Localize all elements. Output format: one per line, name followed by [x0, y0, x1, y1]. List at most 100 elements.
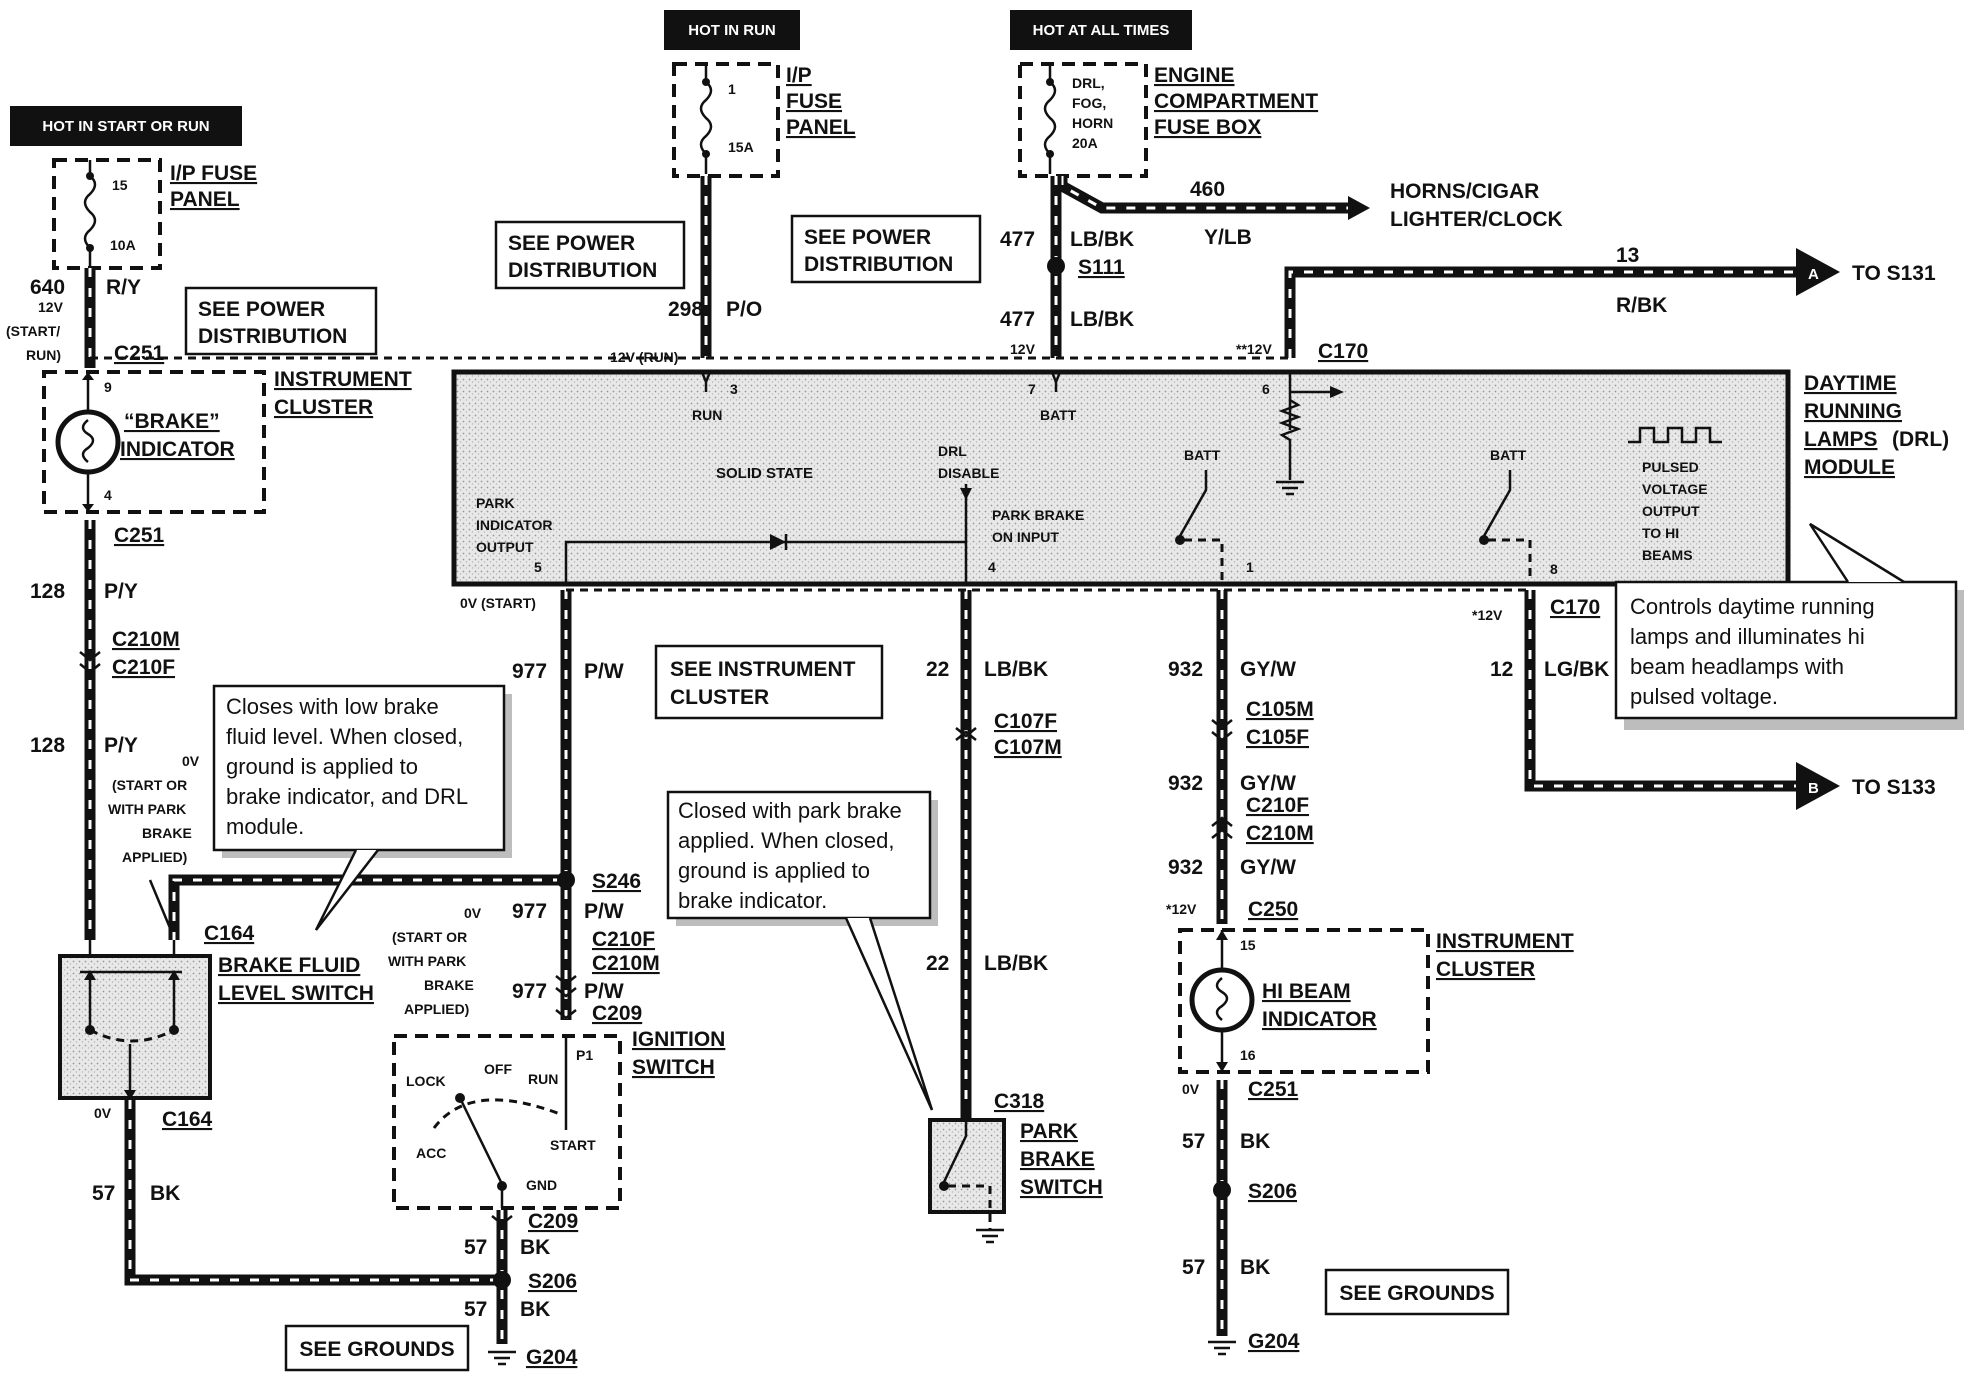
- svg-text:P/Y: P/Y: [104, 734, 138, 757]
- svg-text:HI BEAM: HI BEAM: [1262, 980, 1351, 1003]
- splice-s111: [1047, 257, 1065, 275]
- svg-text:12V (RUN): 12V (RUN): [610, 349, 678, 365]
- see-grounds-left: SEE GROUNDS: [284, 1324, 470, 1372]
- park-brake-switch: PARK BRAKE SWITCH: [928, 1118, 1103, 1244]
- svg-text:LG/BK: LG/BK: [1544, 658, 1609, 681]
- svg-text:P1: P1: [576, 1047, 593, 1063]
- svg-text:S206: S206: [1248, 1180, 1297, 1203]
- svg-text:PARK BRAKE: PARK BRAKE: [992, 507, 1084, 523]
- svg-text:SEE POWER: SEE POWER: [804, 226, 931, 249]
- svg-text:15A: 15A: [728, 139, 754, 155]
- svg-text:932: 932: [1168, 856, 1203, 879]
- svg-text:WITH PARK: WITH PARK: [108, 801, 186, 817]
- svg-text:INSTRUMENT: INSTRUMENT: [274, 368, 412, 391]
- svg-text:0V: 0V: [1182, 1081, 1200, 1097]
- fuse-right: DRL, FOG, HORN 20A ENGINE COMPARTMENT FU…: [1018, 62, 1318, 178]
- svg-text:PULSED: PULSED: [1642, 459, 1699, 475]
- svg-text:1: 1: [1246, 559, 1254, 575]
- svg-text:P/W: P/W: [584, 660, 624, 683]
- connector-b-arrow: B: [1796, 762, 1840, 810]
- svg-text:C250: C250: [1248, 898, 1298, 921]
- svg-text:477: 477: [1000, 308, 1035, 331]
- svg-text:SEE GROUNDS: SEE GROUNDS: [1339, 1282, 1494, 1305]
- note-park-brake: Closed with park brake applied. When clo…: [666, 790, 938, 1111]
- svg-text:Controls daytime running: Controls daytime running: [1630, 594, 1875, 619]
- svg-text:DISTRIBUTION: DISTRIBUTION: [198, 325, 347, 348]
- svg-text:ground is applied to: ground is applied to: [226, 754, 418, 779]
- svg-text:DRL: DRL: [938, 443, 967, 459]
- svg-text:GY/W: GY/W: [1240, 772, 1296, 795]
- svg-text:brake indicator.: brake indicator.: [678, 888, 827, 913]
- svg-text:*12V: *12V: [1166, 901, 1197, 917]
- svg-text:MODULE: MODULE: [1804, 456, 1895, 479]
- svg-text:Closed with park brake: Closed with park brake: [678, 798, 902, 823]
- svg-text:TO S131: TO S131: [1852, 262, 1936, 285]
- svg-text:HOT IN RUN: HOT IN RUN: [688, 22, 776, 39]
- svg-text:INSTRUMENT: INSTRUMENT: [1436, 930, 1574, 953]
- ignition-switch: P1 IGNITION SWITCH LOCK OFF RUN ACC STAR…: [392, 1028, 725, 1210]
- svg-text:WITH PARK: WITH PARK: [388, 953, 466, 969]
- svg-text:(START/: (START/: [6, 323, 60, 339]
- svg-text:LEVEL SWITCH: LEVEL SWITCH: [218, 982, 374, 1005]
- svg-text:Closes with low brake: Closes with low brake: [226, 694, 439, 719]
- svg-text:P/W: P/W: [584, 900, 624, 923]
- svg-text:RUN: RUN: [692, 407, 722, 423]
- svg-text:C318: C318: [994, 1090, 1045, 1113]
- svg-text:INDICATOR: INDICATOR: [1262, 1008, 1377, 1031]
- svg-text:SOLID STATE: SOLID STATE: [716, 465, 813, 482]
- see-grounds-right: SEE GROUNDS: [1324, 1268, 1510, 1316]
- svg-text:SEE GROUNDS: SEE GROUNDS: [299, 1338, 454, 1361]
- svg-text:ON INPUT: ON INPUT: [992, 529, 1059, 545]
- svg-text:C210M: C210M: [592, 952, 660, 975]
- svg-text:BRAKE FLUID: BRAKE FLUID: [218, 954, 360, 977]
- svg-text:C164: C164: [204, 922, 255, 945]
- svg-text:460: 460: [1190, 178, 1225, 201]
- svg-text:S206: S206: [528, 1270, 577, 1293]
- svg-text:C210M: C210M: [112, 628, 180, 651]
- svg-text:DISTRIBUTION: DISTRIBUTION: [508, 259, 657, 282]
- svg-text:P/Y: P/Y: [104, 580, 138, 603]
- svg-text:640: 640: [30, 276, 65, 299]
- svg-text:15: 15: [1240, 937, 1256, 953]
- fuse-left: 15 10A I/P FUSE PANEL: [52, 158, 257, 270]
- svg-text:LAMPS: LAMPS: [1804, 428, 1878, 451]
- svg-text:C209: C209: [528, 1210, 578, 1233]
- svg-text:16: 16: [1240, 1047, 1256, 1063]
- svg-text:CLUSTER: CLUSTER: [274, 396, 373, 419]
- svg-text:P/W: P/W: [584, 980, 624, 1003]
- svg-text:57: 57: [1182, 1256, 1205, 1279]
- svg-text:INDICATOR: INDICATOR: [120, 438, 235, 461]
- svg-text:DISABLE: DISABLE: [938, 465, 999, 481]
- svg-text:applied. When closed,: applied. When closed,: [678, 828, 894, 853]
- svg-text:57: 57: [464, 1236, 487, 1259]
- svg-text:C251: C251: [1248, 1078, 1299, 1101]
- svg-text:C170: C170: [1318, 340, 1368, 363]
- brake-fluid-level-switch: BRAKE FLUID LEVEL SWITCH: [58, 940, 374, 1100]
- svg-text:12V: 12V: [1010, 341, 1036, 357]
- ground-g204-left: [488, 1350, 516, 1366]
- svg-text:“BRAKE”: “BRAKE”: [124, 410, 220, 433]
- svg-text:LB/BK: LB/BK: [1070, 228, 1134, 251]
- instrument-cluster-hi-beam: 15 16 HI BEAM INDICATOR INSTRUMENT CLUST…: [1178, 928, 1574, 1074]
- svg-text:beam headlamps with: beam headlamps with: [1630, 654, 1844, 679]
- svg-text:VOLTAGE: VOLTAGE: [1642, 481, 1708, 497]
- svg-text:GY/W: GY/W: [1240, 658, 1296, 681]
- svg-text:APPLIED): APPLIED): [122, 849, 187, 865]
- see-power-distribution-left: SEE POWER DISTRIBUTION: [184, 286, 378, 356]
- svg-text:6: 6: [1262, 381, 1270, 397]
- svg-text:0V: 0V: [182, 753, 200, 769]
- svg-text:9: 9: [104, 379, 112, 395]
- ground-g204-right: [1208, 1340, 1236, 1356]
- svg-text:12V: 12V: [38, 299, 64, 315]
- svg-text:10A: 10A: [110, 237, 136, 253]
- svg-text:OUTPUT: OUTPUT: [476, 539, 534, 555]
- svg-text:R/Y: R/Y: [106, 276, 141, 299]
- svg-text:(START OR: (START OR: [112, 777, 187, 793]
- svg-text:LB/BK: LB/BK: [1070, 308, 1134, 331]
- svg-text:RUN): RUN): [26, 347, 61, 363]
- svg-text:HORN: HORN: [1072, 115, 1113, 131]
- svg-text:P/O: P/O: [726, 298, 762, 321]
- svg-text:OFF: OFF: [484, 1061, 512, 1077]
- svg-text:SEE POWER: SEE POWER: [508, 232, 635, 255]
